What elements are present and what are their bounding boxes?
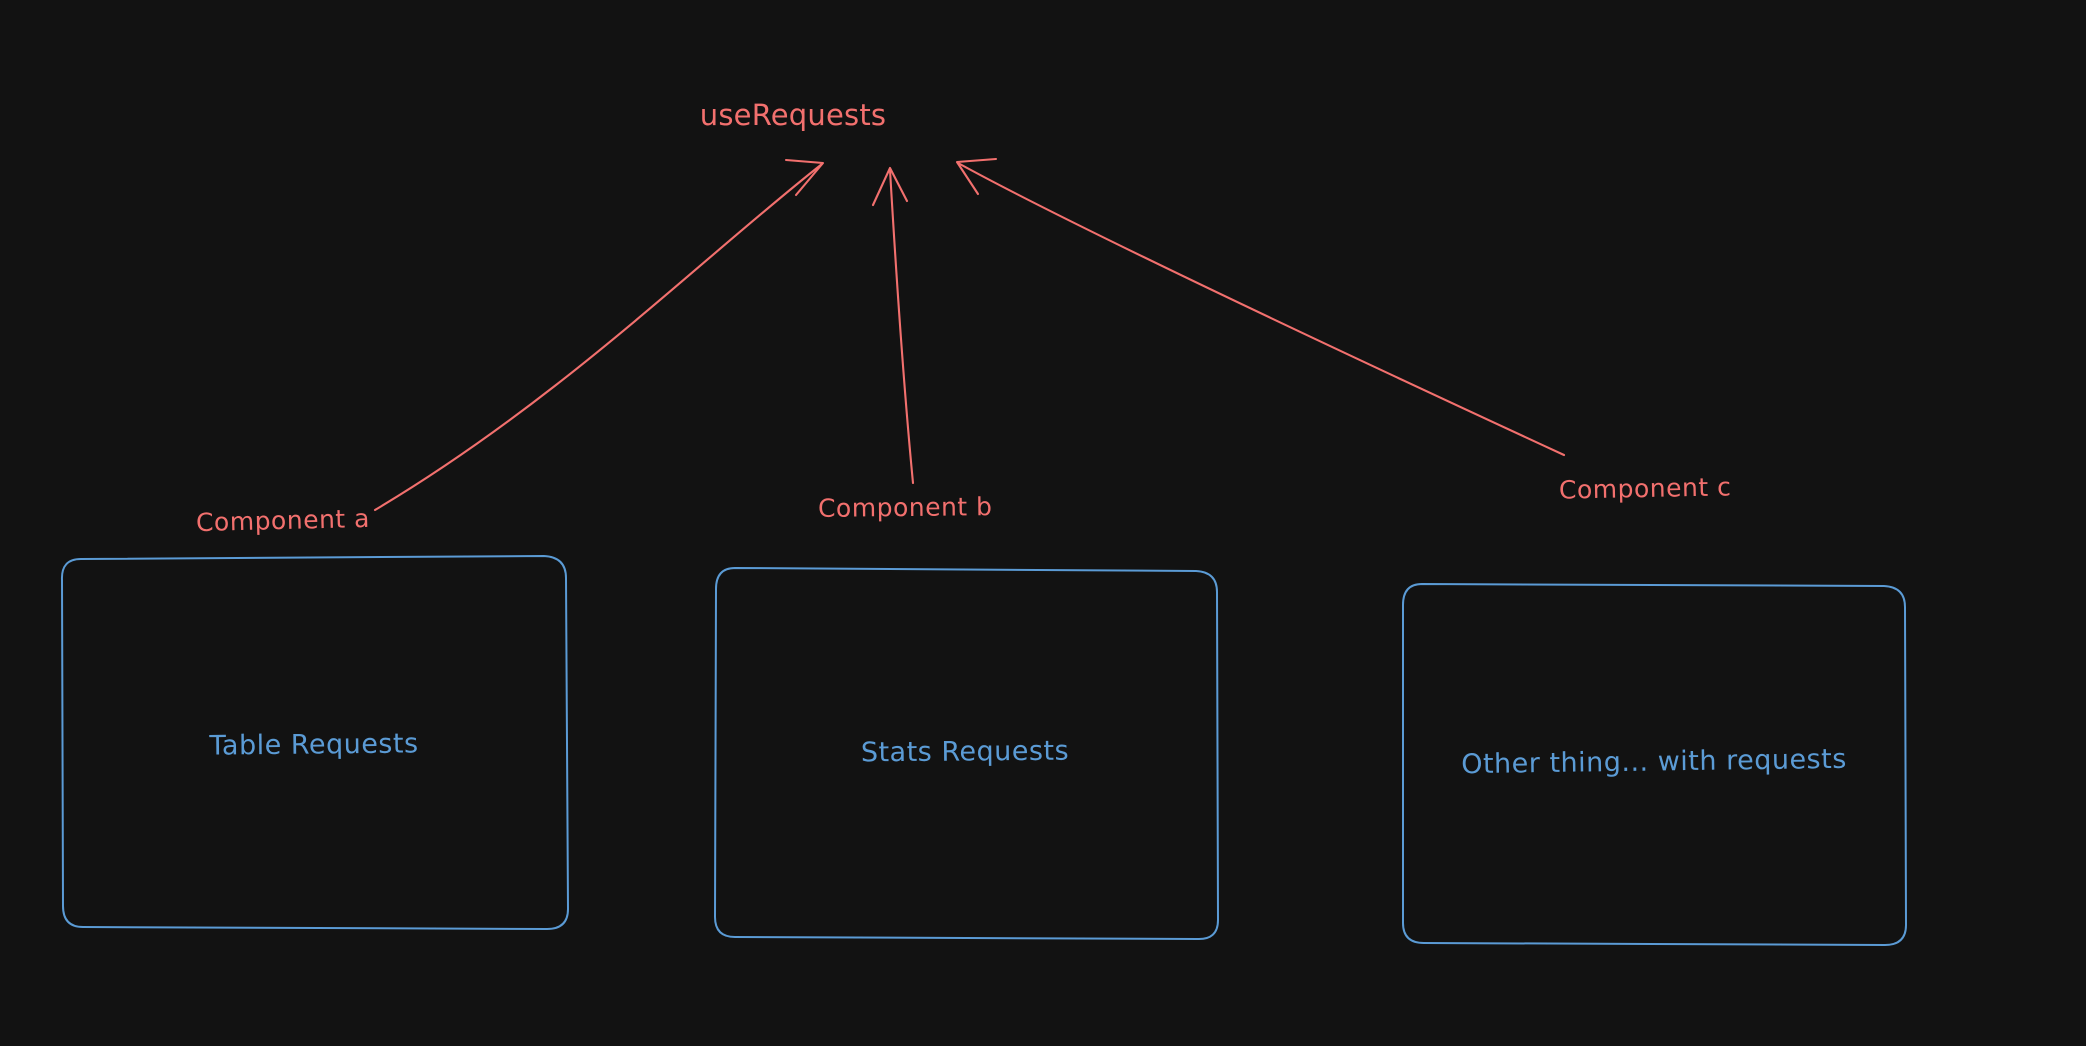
box-caption-table-requests: Table Requests	[209, 728, 419, 762]
hook-title-use-requests: useRequests	[699, 98, 887, 132]
arrow-component-a-to-hook	[373, 158, 825, 512]
label-component-c: Component c	[1558, 472, 1732, 505]
arrow-component-c-to-hook	[955, 157, 1566, 457]
arrow-component-b-to-hook	[871, 166, 915, 485]
box-caption-other-thing: Other thing... with requests	[1461, 743, 1847, 781]
box-caption-stats-requests: Stats Requests	[860, 735, 1070, 769]
box-stats-requests[interactable]	[714, 567, 1219, 941]
box-other-thing[interactable]	[1402, 583, 1907, 946]
box-table-requests[interactable]	[60, 555, 569, 930]
label-component-a: Component a	[195, 503, 371, 538]
label-component-b: Component b	[817, 492, 993, 523]
